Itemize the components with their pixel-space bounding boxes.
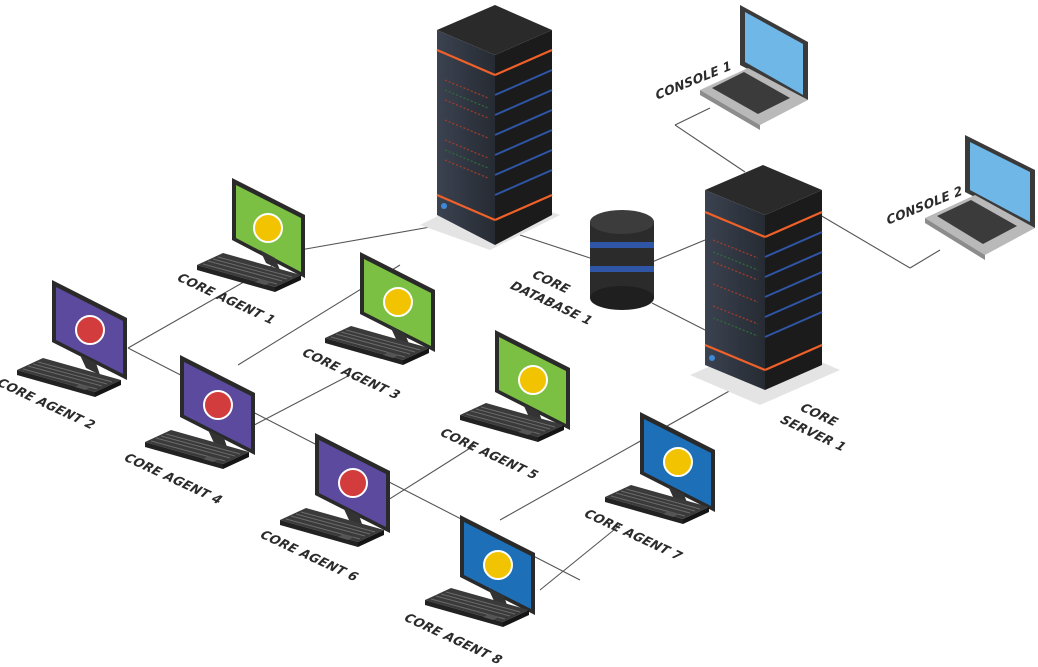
hands-icon	[518, 365, 548, 395]
core-agent-7-workstation	[604, 412, 715, 525]
link-agent2-agent1	[127, 249, 301, 349]
core-agent-4-workstation	[144, 355, 255, 470]
link-agent8-server1	[499, 384, 741, 521]
core-agent-5-workstation	[459, 330, 570, 443]
link-rack-database	[519, 234, 591, 259]
core-database-1	[590, 210, 654, 310]
hands-icon	[253, 213, 283, 243]
helmet-icon	[75, 315, 105, 345]
console-2-laptop	[925, 135, 1035, 260]
hammer-icon	[663, 447, 693, 477]
link-database-server-2	[651, 302, 706, 331]
link-console2	[909, 249, 941, 269]
console-1-laptop	[700, 5, 808, 130]
core-agent-6-workstation	[279, 433, 390, 548]
core-agent-8-workstation	[424, 515, 535, 628]
hammer-icon	[483, 550, 513, 580]
helmet-icon	[338, 468, 368, 498]
link-console1	[674, 107, 711, 126]
core-agent-1-workstation	[196, 178, 305, 293]
link-agent8-agent7	[539, 524, 621, 591]
link-console1-server	[674, 124, 746, 173]
core-server-1	[690, 165, 840, 405]
helmet-icon	[203, 390, 233, 420]
core-agent-2-workstation	[16, 280, 127, 398]
top-rack-server	[420, 5, 560, 250]
hands-icon	[383, 287, 413, 317]
link-database-server	[651, 239, 706, 263]
link-agent6-agent5	[379, 444, 476, 506]
link-server-console2	[819, 214, 911, 269]
core-agent-3-workstation	[324, 252, 435, 366]
